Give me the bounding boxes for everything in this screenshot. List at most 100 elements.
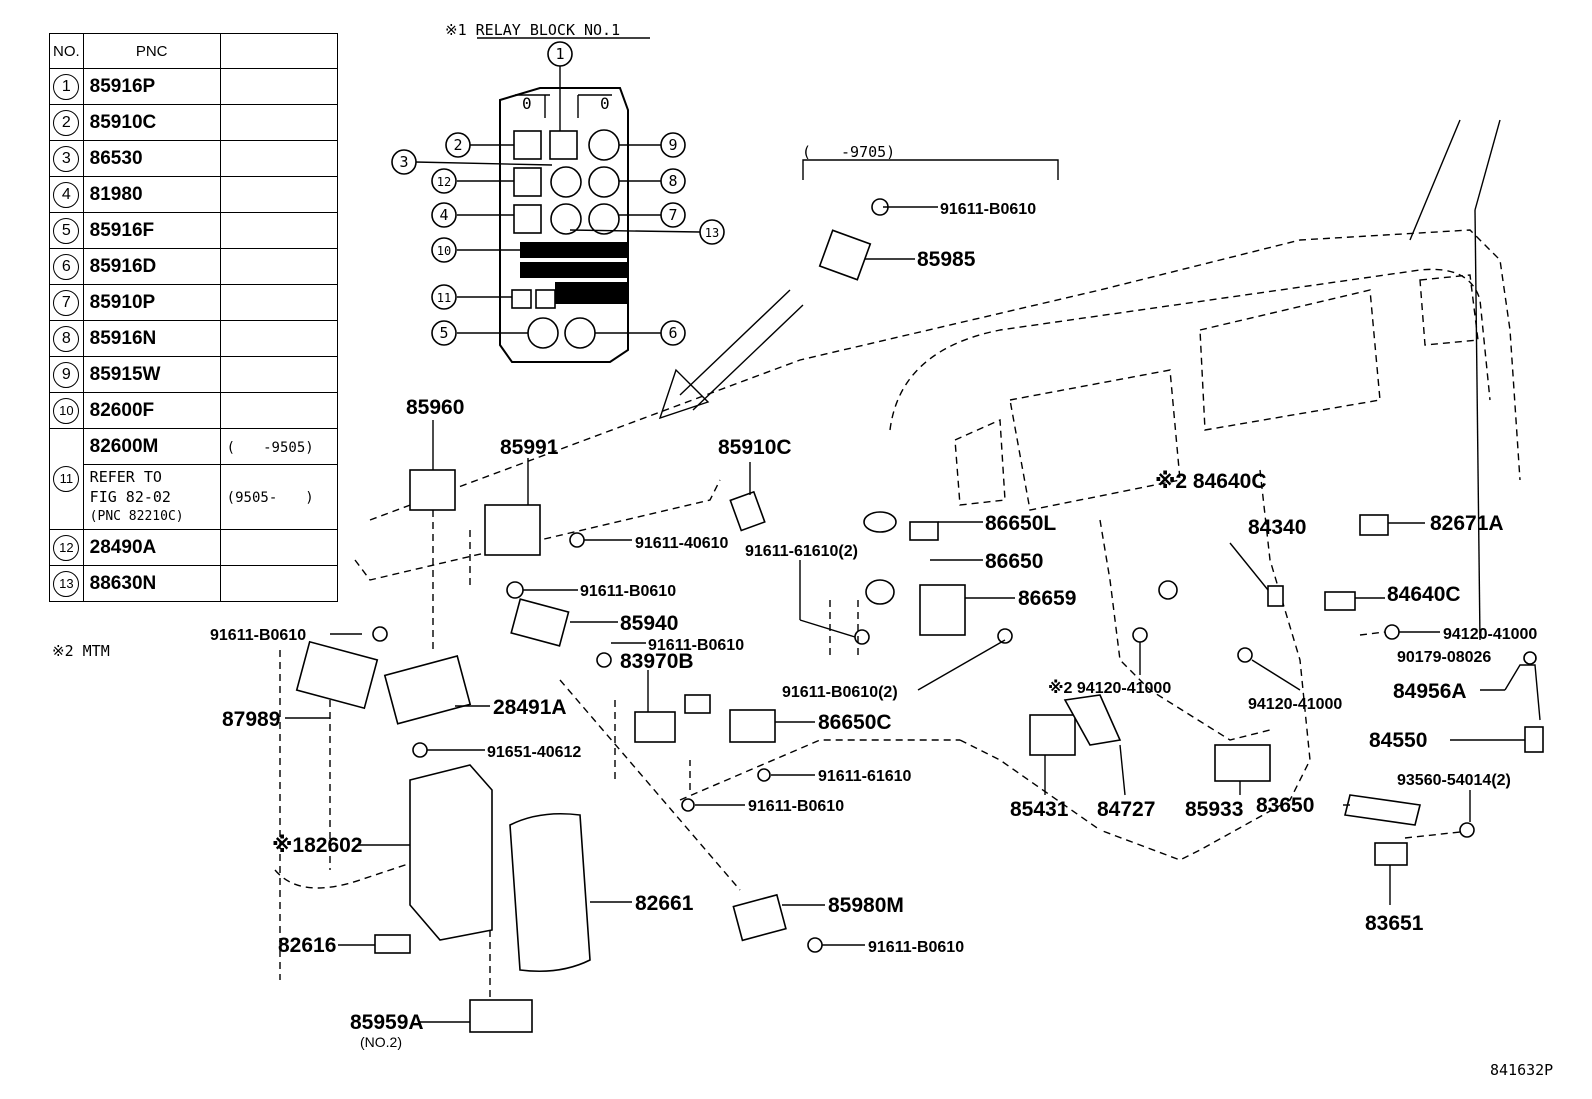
- part-label: 91611-B0610: [210, 627, 306, 644]
- relay-block-title: ※1 RELAY BLOCK NO.1: [445, 21, 620, 39]
- relay-block: ※1 RELAY BLOCK NO.1 0 0 1 2 3: [391, 21, 725, 363]
- part-label: 83970B: [620, 650, 694, 673]
- remark: [219, 529, 338, 566]
- part-label: 82671A: [1430, 512, 1504, 535]
- part-label: 91611-61610(2): [745, 543, 858, 560]
- callout-2: 2: [453, 136, 462, 154]
- part-shapes: [295, 198, 1544, 1033]
- part-label: 86650L: [985, 512, 1056, 535]
- part-label: 91611-B0610: [748, 798, 844, 815]
- callout-3: 3: [399, 153, 408, 171]
- part-label: 86659: [1018, 587, 1076, 610]
- part-label: ※2 84640C: [1155, 470, 1267, 493]
- part-label: ※2 94120-41000: [1048, 679, 1171, 697]
- part-label: 94120-41000: [1443, 626, 1537, 643]
- part-label: 85910C: [718, 436, 792, 459]
- part-label: 85991: [500, 436, 559, 459]
- remark: [219, 140, 338, 177]
- part-label: 85960: [406, 396, 464, 419]
- dashboard-outline: [274, 119, 1521, 889]
- part-label: 91611-B0610: [648, 637, 744, 654]
- remark: [219, 104, 338, 141]
- callout-9: 9: [668, 136, 677, 154]
- row-number: 4: [53, 181, 80, 208]
- callout-12: 12: [437, 175, 451, 189]
- part-label: 85959A: [350, 1011, 424, 1034]
- part-label: 91611-61610: [818, 768, 912, 785]
- part-label: 84340: [1248, 516, 1306, 539]
- ref-line: REFER TO: [89, 468, 162, 486]
- row-number: 12: [53, 534, 80, 561]
- remark: [219, 176, 338, 213]
- part-labels: 91611-B0610 85985 85960 85991 85910C 916…: [210, 201, 1537, 1050]
- part-label: 85940: [620, 612, 678, 635]
- part-label: 84550: [1369, 729, 1427, 752]
- pnc-code: 85916F: [82, 212, 221, 249]
- part-label: 91611-B0610(2): [782, 684, 898, 701]
- callout-11: 11: [437, 291, 451, 305]
- fastener-dash-lines: [279, 510, 1461, 1000]
- pnc-code: 85910C: [82, 104, 221, 141]
- part-label: 28491A: [493, 696, 567, 719]
- part-label: 85985: [917, 248, 976, 271]
- remark: [219, 284, 338, 321]
- date-range-label: ( -9705): [802, 143, 895, 161]
- part-label: 91611-B0610: [940, 201, 1036, 218]
- table-row: REFER TO FIG 82-02 (PNC 82210C) (9505- ): [50, 464, 338, 530]
- header-no: NO.: [49, 33, 84, 69]
- callout-8: 8: [668, 172, 677, 190]
- row-number: 8: [53, 325, 80, 352]
- row-number: 3: [53, 145, 80, 172]
- direction-arrow: [658, 289, 804, 420]
- part-label: 85980M: [828, 894, 904, 917]
- part-label: 82616: [278, 934, 336, 957]
- part-label: 86650: [985, 550, 1043, 573]
- mtm-note: ※2 MTM: [52, 642, 110, 660]
- part-label: 84640C: [1387, 583, 1461, 606]
- row-number: 10: [53, 397, 80, 424]
- date-bracket: ( -9705): [802, 143, 1059, 180]
- row-number: 2: [53, 109, 80, 136]
- callout-5: 5: [439, 324, 448, 342]
- pnc-code: 82600M: [82, 428, 221, 465]
- callout-7: 7: [668, 206, 677, 224]
- part-label: 85431: [1010, 798, 1069, 821]
- remark: (9505- ): [219, 464, 338, 530]
- part-label: 84956A: [1393, 680, 1467, 703]
- part-label: 86650C: [818, 711, 892, 734]
- figure-id: 841632P: [1490, 1061, 1553, 1079]
- pnc-code: 85916D: [82, 248, 221, 285]
- pnc-code: 86530: [82, 140, 221, 177]
- row-number: 7: [53, 289, 80, 316]
- row-number: 11: [53, 466, 80, 492]
- part-label: 91651-40612: [487, 744, 581, 761]
- leader-lines: [285, 206, 1536, 1023]
- part-label: 83651: [1365, 912, 1424, 935]
- part-label: 91611-B0610: [868, 939, 964, 956]
- callout-13: 13: [705, 226, 719, 240]
- callout-1: 1: [555, 45, 564, 63]
- part-label: 84727: [1097, 798, 1155, 821]
- relay-callouts: 1 2 3 12 4 10 11 5 9 8 7 13 6: [391, 41, 725, 346]
- callout-10: 10: [437, 244, 451, 258]
- pnc-code: 28490A: [82, 529, 221, 566]
- remark: [219, 212, 338, 249]
- remark: [219, 68, 338, 105]
- pnc-code: 85915W: [82, 356, 221, 393]
- part-label: (NO.2): [360, 1034, 402, 1050]
- part-label: 87989: [222, 708, 280, 731]
- remark: [219, 565, 338, 602]
- zero-marker: 0: [522, 94, 532, 113]
- part-label: 83650: [1256, 794, 1314, 817]
- part-label: 94120-41000: [1248, 696, 1342, 713]
- part-label: 91611-40610: [635, 535, 729, 552]
- row-number: 13: [53, 570, 80, 597]
- header-pnc: PNC: [82, 33, 221, 69]
- row-number: 9: [53, 361, 80, 388]
